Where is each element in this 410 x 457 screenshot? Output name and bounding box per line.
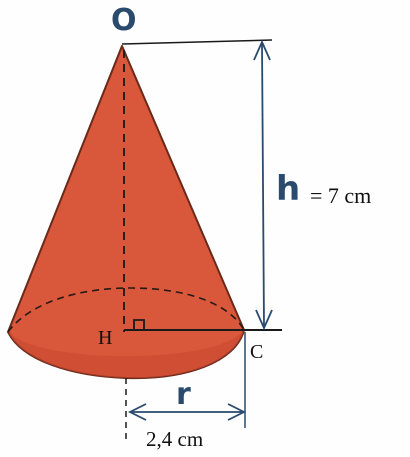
height-value-label: = 7 cm [310,183,371,208]
radius-arrow-head-right [227,403,247,421]
cone-body [7,45,245,380]
cone-base-shade [8,330,244,379]
height-arrow [261,43,265,327]
radius-arrow-head-left [127,403,147,421]
height-arrow-head-top [253,39,271,61]
apex-label: O [111,3,137,38]
radius-symbol-label: r [176,377,191,412]
height-symbol-label: h [276,169,300,209]
radius-value-label: 2,4 cm [146,427,203,451]
center-label: H [98,327,112,349]
height-arrow-head-bottom [255,309,273,331]
edge-point-label: C [250,341,263,363]
top-reference-line [121,39,273,45]
base-hidden-edge [7,287,245,333]
right-angle-mark [133,319,145,330]
